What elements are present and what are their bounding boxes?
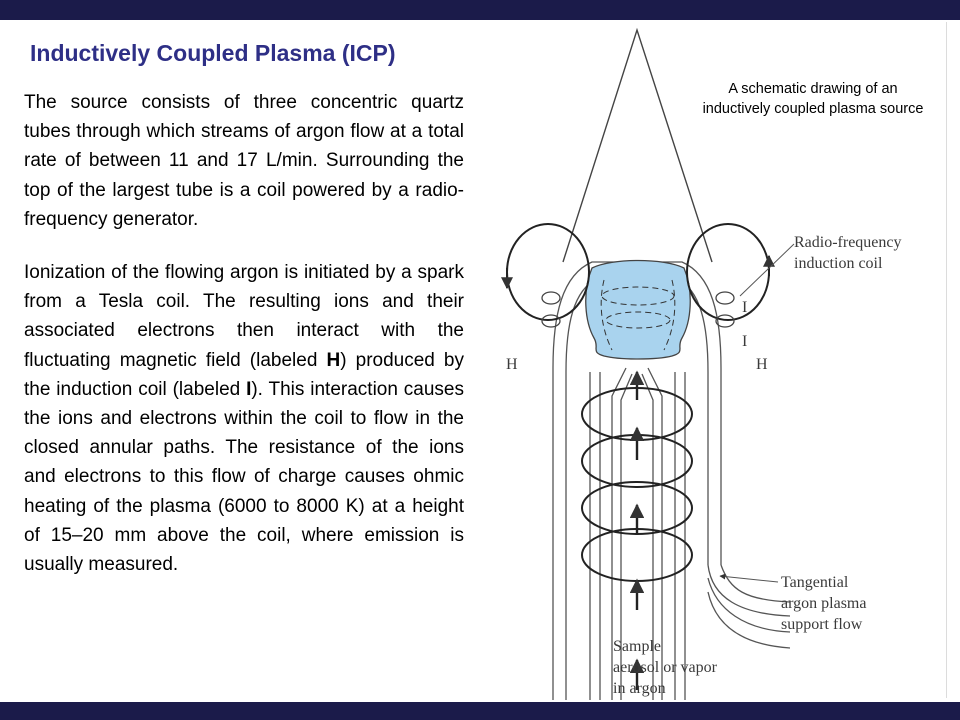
slide-title: Inductively Coupled Plasma (ICP) [30, 40, 396, 66]
induction-coil-cross-sections [541, 291, 735, 328]
paragraph-ionization: Ionization of the flowing argon is initi… [24, 258, 464, 579]
i-label-upper: I [742, 299, 747, 316]
sample-label-line1: Sample [613, 638, 661, 655]
paragraph-ionization-part3: ). This interaction causes the ions and … [24, 378, 464, 576]
paragraph-ionization-part1: Ionization of the flowing argon is initi… [24, 262, 464, 371]
sample-label-line2: aerosol or vapor [613, 659, 718, 676]
paragraph-source-description: The source consists of three concentric … [24, 92, 464, 230]
rf-coil-label-line2: induction coil [794, 255, 883, 272]
paragraph-ionization-part2: ) produced by the induction coil (labele… [24, 349, 464, 400]
h-field-label: H [326, 349, 341, 371]
i-label-lower: I [742, 333, 747, 350]
tangential-label-line1: Tangential [781, 574, 849, 591]
rf-coil-label-line1: Radio-frequency [794, 234, 902, 251]
tangential-label-line2: argon plasma [781, 595, 866, 612]
sample-label-line3: in argon [613, 680, 666, 697]
h-label-right: H [756, 356, 768, 373]
tangential-inlet-tube [707, 564, 791, 649]
slide-body: The source consists of three concentric … [24, 88, 464, 579]
tangential-label-line3: support flow [781, 616, 863, 633]
top-banner-bar [0, 0, 960, 20]
h-label-left: H [506, 356, 518, 373]
figure-panel [498, 22, 947, 698]
plasma-region [585, 259, 691, 360]
label-leader-lines [719, 243, 795, 583]
figure-caption: A schematic drawing of an inductively co… [702, 81, 924, 117]
i-coil-label: I [246, 378, 252, 400]
plasma-flow-paths [600, 279, 676, 351]
plasma-cone-outline [562, 27, 713, 263]
h-field-loop-right [686, 223, 770, 321]
bottom-banner-bar [0, 702, 960, 720]
